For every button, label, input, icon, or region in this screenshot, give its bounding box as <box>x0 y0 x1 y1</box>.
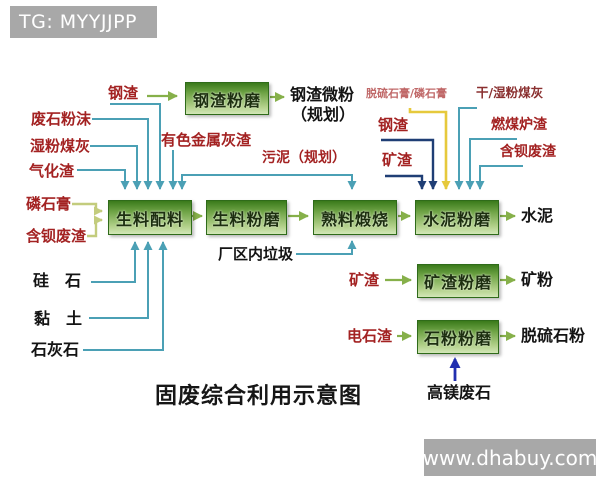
label-dry-wet-fly-ash: 干/湿粉煤灰 <box>476 85 544 100</box>
node-cement-grinding: 水泥粉磨 <box>415 200 499 235</box>
node-steel-slag-grinding: 钢渣粉磨 <box>185 82 269 115</box>
label-barium-waste-left: 含钡废渣 <box>26 227 87 245</box>
diagram-title: 固废综合利用示意图 <box>155 384 363 409</box>
label-coal-furnace-slag: 燃煤炉渣 <box>491 117 547 133</box>
label-clay: 黏 土 <box>34 309 83 328</box>
label-nonferrous-metal-ash: 有色金属灰渣 <box>161 131 252 149</box>
label-steel-slag-top: 钢渣 <box>108 84 139 102</box>
node-raw-meal-batching: 生料配料 <box>108 200 192 235</box>
yellow-connector <box>408 108 451 190</box>
teal-connectors <box>77 103 523 351</box>
navy-connectors <box>381 138 438 190</box>
watermark-badge: www.dhabuy.com <box>423 439 597 476</box>
label-wet-fly-ash: 湿粉煤灰 <box>30 137 91 155</box>
label-carbide-slag: 电石渣 <box>347 327 393 345</box>
label-sludge-planned: 污泥（规划） <box>262 150 346 166</box>
label-desulf-stone-powder: 脱硫石粉 <box>521 326 586 345</box>
label-cement: 水泥 <box>521 206 554 225</box>
label-silica: 硅 石 <box>33 271 82 290</box>
label-slag-right: 矿渣 <box>382 151 413 169</box>
label-steel-slag-right: 钢渣 <box>378 116 409 134</box>
label-waste-stone-powder: 废石粉沫 <box>31 110 92 128</box>
label-barium-waste-right: 含钡废渣 <box>500 144 556 160</box>
label-desulf-gypsum-phosphogypsum: 脱硫石膏/磷石膏 <box>366 87 448 100</box>
flow-arrows <box>147 91 516 341</box>
label-limestone: 石灰石 <box>31 340 80 359</box>
label-phosphogypsum: 磷石膏 <box>26 195 72 213</box>
label-factory-area-garbage: 厂区内垃圾 <box>218 245 294 263</box>
label-gasification-slag: 气化渣 <box>29 162 75 180</box>
header-badge: TG: MYYJJPP <box>10 6 157 38</box>
label-slag-row: 矿渣 <box>349 271 380 289</box>
node-stone-powder-grinding: 石粉粉磨 <box>417 320 499 354</box>
label-steel-slag-micropowder: 钢渣微粉 <box>290 85 355 104</box>
label-high-magnesium-waste-stone: 高镁废石 <box>427 383 492 402</box>
node-raw-meal-grinding: 生料粉磨 <box>206 200 287 235</box>
label-slag-powder: 矿粉 <box>521 270 554 289</box>
node-slag-grinding: 矿渣粉磨 <box>417 264 499 298</box>
pale-olive-connectors <box>72 202 103 238</box>
label-steel-slag-micropowder-note: （规划） <box>291 105 356 124</box>
node-clinker-calcination: 熟料煅烧 <box>313 200 397 235</box>
